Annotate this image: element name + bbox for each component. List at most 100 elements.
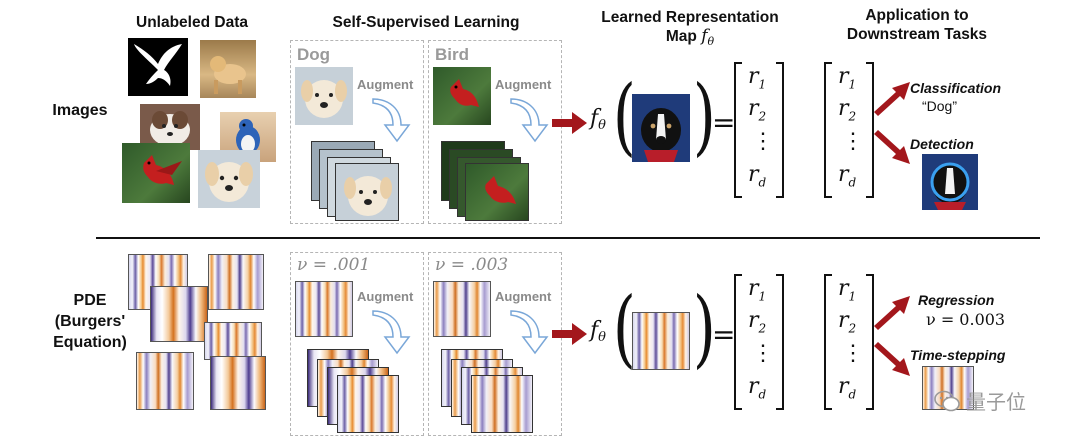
theta-sub: θ xyxy=(598,330,606,346)
augment-label: Augment xyxy=(357,77,414,92)
header-self-supervised-learning: Self-Supervised Learning xyxy=(332,14,520,31)
header-f-symbol: f xyxy=(701,26,708,46)
vector-entry: r1 xyxy=(748,276,767,304)
heatmap-image xyxy=(150,286,208,342)
ssl-box-title: Dog xyxy=(297,45,331,64)
heatmap-image xyxy=(136,352,194,410)
heatmap-image xyxy=(433,281,491,337)
row-label-pde-line2: (Burgers' xyxy=(54,313,126,330)
puppy-photo xyxy=(198,150,260,208)
heatmap-image xyxy=(632,312,690,370)
dog-walking-photo xyxy=(200,40,256,98)
cardinal-photo xyxy=(122,143,190,203)
representation-vector: r1 r2 ⋮ rd xyxy=(734,274,784,410)
vector-entry: rd xyxy=(838,374,857,402)
header-unlabeled-data: Unlabeled Data xyxy=(136,14,248,31)
vector-entry: rd xyxy=(748,162,767,190)
downstream-vector: r1 r2 ⋮ rd xyxy=(824,274,874,410)
puppy-photo xyxy=(335,163,399,221)
task-regression: Regression xyxy=(918,292,995,308)
vector-entry: r1 xyxy=(838,64,857,92)
dove-icon xyxy=(128,38,188,96)
task-arrow-up-icon xyxy=(874,296,910,330)
detection-dog-photo xyxy=(922,154,978,210)
equals-sign: = xyxy=(712,318,736,351)
ssl-box-title: ν = .001 xyxy=(297,255,371,275)
wechat-icon xyxy=(934,390,960,411)
ssl-box-bird: Bird Augment xyxy=(428,40,562,224)
f-theta-symbol: fθ xyxy=(590,318,606,345)
task-time-stepping: Time-stepping xyxy=(910,347,1006,363)
header-theta-sub: θ xyxy=(707,35,715,49)
heatmap-image xyxy=(208,254,264,310)
right-paren: ) xyxy=(692,279,716,377)
right-paren: ) xyxy=(692,67,716,165)
augment-arrow-icon xyxy=(372,98,411,143)
ssl-box-nu-003: ν = .003 Augment xyxy=(428,252,562,436)
equals-sign: = xyxy=(712,106,736,139)
augmented-heatmap xyxy=(337,375,399,433)
input-arrow-icon xyxy=(552,112,587,134)
vector-ellipsis: ⋮ xyxy=(842,128,864,153)
header-learned-representation: Learned Representation Map fθ xyxy=(570,8,810,51)
ssl-box-title: Bird xyxy=(435,45,469,64)
cardinal-photo xyxy=(433,67,491,125)
augment-label: Augment xyxy=(495,289,552,304)
augmented-heatmap xyxy=(471,375,533,433)
row-label-images: Images xyxy=(52,102,108,119)
left-paren: ( xyxy=(612,279,636,377)
augment-arrow-icon xyxy=(510,310,549,355)
vector-entry: r1 xyxy=(748,64,767,92)
vector-ellipsis: ⋮ xyxy=(752,340,774,365)
vector-entry: r1 xyxy=(838,276,857,304)
task-arrow-down-icon xyxy=(874,342,910,376)
input-arrow-icon xyxy=(552,323,587,345)
cardinal-photo xyxy=(465,163,529,221)
ssl-box-nu-001: ν = .001 Augment xyxy=(290,252,424,436)
header-application-line2: Downstream Tasks xyxy=(846,26,988,43)
ssl-box-dog: Dog Augment xyxy=(290,40,424,224)
row-label-pde: PDE (Burgers' Equation) xyxy=(42,290,138,353)
header-learned-line1: Learned Representation xyxy=(601,9,779,26)
watermark-text: 量子位 xyxy=(966,390,1026,414)
task-classification-detail: “Dog” xyxy=(922,98,958,114)
vector-entry: r2 xyxy=(748,308,767,336)
heatmap-image xyxy=(295,281,353,337)
ssl-box-title: ν = .003 xyxy=(435,255,509,275)
watermark: 量子位 xyxy=(934,386,1026,415)
border-collie-photo xyxy=(632,94,690,162)
dog-portrait-photo xyxy=(140,104,200,150)
row-divider xyxy=(96,237,1040,239)
task-regression-detail: ν = 0.003 xyxy=(926,310,1006,329)
task-arrow-down-icon xyxy=(874,130,910,164)
puppy-photo xyxy=(295,67,353,125)
augment-arrow-icon xyxy=(510,98,549,143)
f-symbol: f xyxy=(590,318,599,343)
vector-entry: rd xyxy=(748,374,767,402)
task-arrow-up-icon xyxy=(874,82,910,116)
row-label-pde-line1: PDE xyxy=(73,292,107,309)
task-detection: Detection xyxy=(910,136,974,152)
vector-ellipsis: ⋮ xyxy=(842,340,864,365)
vector-entry: r2 xyxy=(838,308,857,336)
f-symbol: f xyxy=(590,106,599,131)
augment-arrow-icon xyxy=(372,310,411,355)
heatmap-image xyxy=(204,322,262,360)
vector-ellipsis: ⋮ xyxy=(752,128,774,153)
theta-sub: θ xyxy=(598,118,606,134)
representation-vector: r1 r2 ⋮ rd xyxy=(734,62,784,198)
augment-label: Augment xyxy=(357,289,414,304)
vector-entry: r2 xyxy=(748,96,767,124)
augment-label: Augment xyxy=(495,77,552,92)
downstream-vector: r1 r2 ⋮ rd xyxy=(824,62,874,198)
task-classification: Classification xyxy=(910,80,1002,96)
f-theta-symbol: fθ xyxy=(590,106,606,133)
left-paren: ( xyxy=(612,67,636,165)
header-application: Application to Downstream Tasks xyxy=(822,6,1012,44)
header-application-line1: Application to xyxy=(865,7,969,24)
vector-entry: r2 xyxy=(838,96,857,124)
header-map-text: Map xyxy=(665,28,697,45)
header-learned-line2: Map fθ xyxy=(570,27,810,51)
row-label-pde-line3: Equation) xyxy=(53,334,127,351)
heatmap-image xyxy=(210,356,266,410)
